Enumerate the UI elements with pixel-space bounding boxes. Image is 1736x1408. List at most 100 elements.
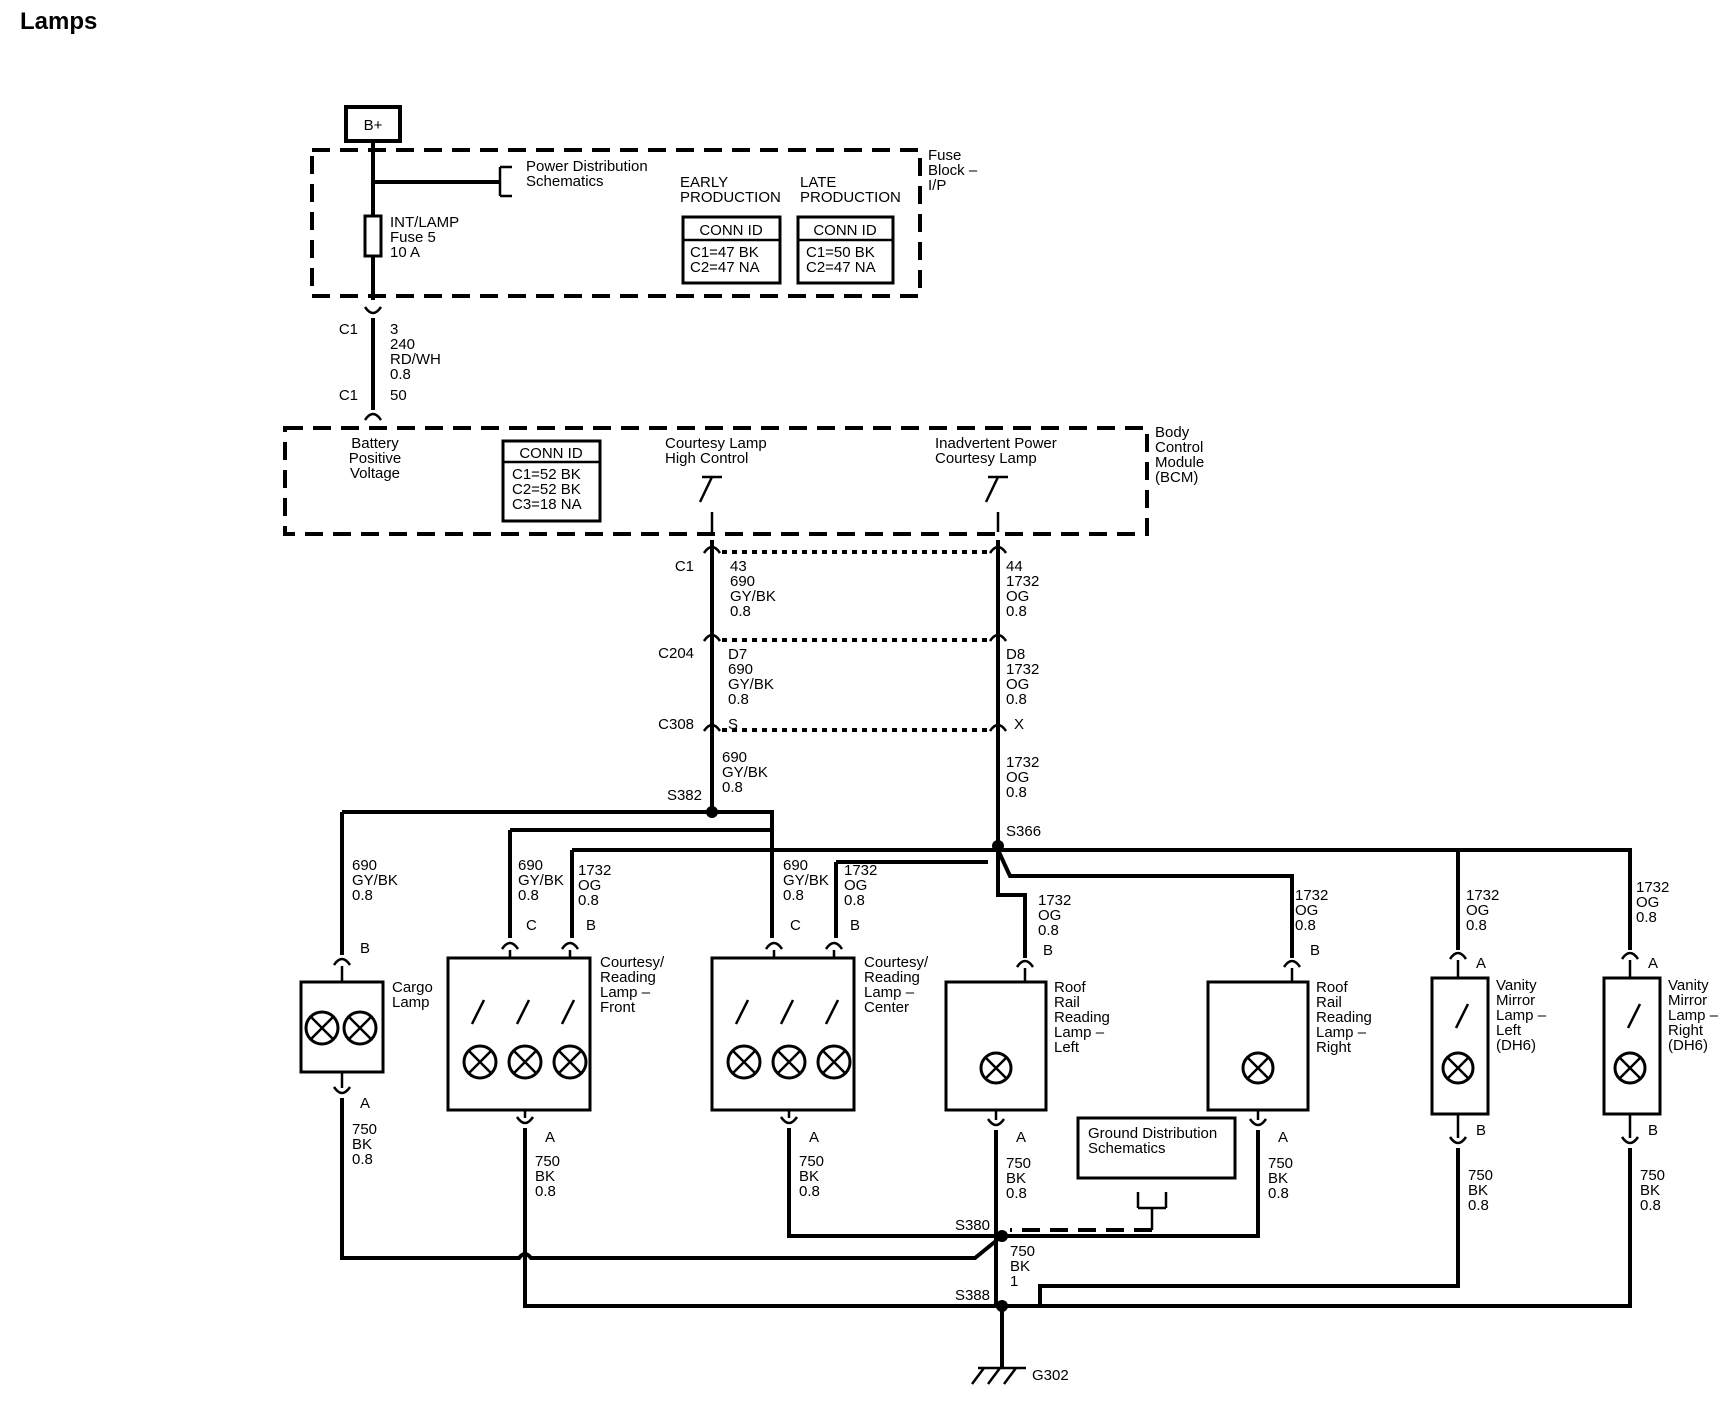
- w1732-vm-left-label-line-1: 1732: [1466, 887, 1499, 904]
- vm-right-lamp-w750-label-line-2: BK: [1640, 1182, 1660, 1199]
- gds-label-line-2: Schematics: [1088, 1140, 1166, 1157]
- early-conn-line-1: C1=47 BK: [690, 244, 759, 261]
- connector-690-1: [702, 633, 722, 642]
- w1732-rr-right-label-line-1: 1732: [1295, 887, 1328, 904]
- front-lamp-w750-label-line-3: 0.8: [535, 1183, 556, 1200]
- ground-front: [523, 1128, 1002, 1308]
- w1732-c204-label-line-1: D8: [1006, 646, 1025, 663]
- ground-rr-right: [1002, 1130, 1260, 1238]
- w1732-c1-label-line-4: 0.8: [1006, 603, 1027, 620]
- rr-right-lamp-label-line-5: Right: [1316, 1039, 1352, 1056]
- bcm-label-line-4: (BCM): [1155, 469, 1198, 486]
- w690-c308-label-line-1: 690: [722, 749, 747, 766]
- w690-c308-label-line-3: 0.8: [722, 779, 743, 796]
- vm-right-lamp-w750-label-line-3: 0.8: [1640, 1197, 1661, 1214]
- ground-vm-left: [1038, 1148, 1460, 1306]
- connector-690-0: [702, 545, 722, 554]
- w1732-front-label-line-2: OG: [578, 877, 601, 894]
- late-label-line-2: PRODUCTION: [800, 189, 901, 206]
- courtesy-output-switch: [698, 475, 722, 532]
- front-lamp-w750-label-line-1: 750: [535, 1153, 560, 1170]
- ground-center: [787, 1128, 1002, 1238]
- front-lamp-connector-b: [560, 941, 580, 950]
- w690-center-label-line-2: GY/BK: [783, 872, 829, 889]
- b-plus-box: [344, 105, 402, 143]
- w690-c308-label-line-2: GY/BK: [722, 764, 768, 781]
- vm-left-lamp-body: [1430, 976, 1490, 1116]
- vm-right-lamp-body: [1602, 976, 1662, 1116]
- c1-bcm-label: C1: [339, 387, 358, 404]
- w1732-c204-label-line-3: OG: [1006, 676, 1029, 693]
- early-conn-box: [681, 215, 782, 285]
- rr-left-lamp-connector-b: [1015, 959, 1035, 968]
- front-lamp-w750-label-line-2: BK: [535, 1168, 555, 1185]
- w690-front-label-line-1: 690: [518, 857, 543, 874]
- w690-center-label-line-3: 0.8: [783, 887, 804, 904]
- w750-main-label-line-1: 750: [1010, 1243, 1035, 1260]
- w690-cargo-label-line-3: 0.8: [352, 887, 373, 904]
- rr-right-lamp-bulb-cross: [1246, 1056, 1270, 1080]
- front-lamp-bulb-1-cross: [467, 1049, 493, 1075]
- rr-left-lamp-w750-label-line-2: BK: [1006, 1170, 1026, 1187]
- gds-box: [1076, 1116, 1237, 1180]
- w1732-c204-label-line-4: 0.8: [1006, 691, 1027, 708]
- c1-top-connector: [363, 306, 383, 315]
- front-lamp-label-line-3: Lamp –: [600, 984, 651, 1001]
- w750-main-label-line-2: BK: [1010, 1258, 1030, 1275]
- bcm-outline: [283, 426, 1149, 536]
- s380-splice: [996, 1230, 1008, 1242]
- w1732-c204-label-line-2: 1732: [1006, 661, 1039, 678]
- w1732-center-label-line-3: 0.8: [844, 892, 865, 909]
- bcm-conn-line-3: C3=18 NA: [512, 496, 582, 513]
- cargo-bulb-1-cross: [309, 1015, 335, 1041]
- c1-label: C1: [675, 558, 694, 575]
- w690-cargo-label-line-2: GY/BK: [352, 872, 398, 889]
- connector-1732-2: [988, 723, 1008, 732]
- rr-right-lamp-connector-a: [1248, 1118, 1268, 1127]
- w750-cargo-label-line-1: 750: [352, 1121, 377, 1138]
- center-lamp-w750-label-line-3: 0.8: [799, 1183, 820, 1200]
- center-lamp-bulb-2-cross: [776, 1049, 802, 1075]
- rr-left-lamp-label-line-3: Reading: [1054, 1009, 1110, 1026]
- early-label-line-1: EARLY: [680, 174, 728, 191]
- rr-left-lamp-label-line-1: Roof: [1054, 979, 1087, 996]
- late-conn-line-2: C2=47 NA: [806, 259, 876, 276]
- s388-label: S388: [955, 1287, 990, 1304]
- center-lamp-pin-a: A: [809, 1129, 819, 1146]
- center-lamp-w750-label-line-1: 750: [799, 1153, 824, 1170]
- front-lamp-body: [446, 956, 592, 1112]
- page-title: Lamps: [20, 8, 98, 35]
- center-lamp-connector-b: [824, 941, 844, 950]
- wires: [320, 141, 1632, 1385]
- front-lamp-bulb-2-cross: [512, 1049, 538, 1075]
- w1732-c308-label-line-1: 1732: [1006, 754, 1039, 771]
- cargo-label-line-1: Cargo: [392, 979, 433, 996]
- w690-c1-label-line-4: 0.8: [730, 603, 751, 620]
- battery-label-line-2: Positive: [349, 450, 402, 467]
- fuse-block-label-line-2: Block –: [928, 162, 978, 179]
- center-lamp-pin-b: B: [850, 917, 860, 934]
- rr-left-lamp-pin-a: A: [1016, 1129, 1026, 1146]
- front-lamp-connector-a: [515, 1116, 535, 1125]
- g302-symbol: [971, 1366, 1026, 1385]
- rr-left-lamp-w750-label-line-3: 0.8: [1006, 1185, 1027, 1202]
- c308-label: C308: [658, 716, 694, 733]
- w1732-c1-label-line-1: 44: [1006, 558, 1023, 575]
- vm-right-lamp-pin-a: A: [1648, 955, 1658, 972]
- rr-left-lamp-connector-a: [986, 1118, 1006, 1127]
- center-lamp-label-line-2: Reading: [864, 969, 920, 986]
- rr-left-lamp-label-line-5: Left: [1054, 1039, 1080, 1056]
- w1732-front-label-line-3: 0.8: [578, 892, 599, 909]
- cargo-connector-b: [332, 957, 352, 966]
- w690-front-label-line-2: GY/BK: [518, 872, 564, 889]
- vm-left-lamp-connector-a: [1448, 951, 1468, 960]
- front-lamp-label-line-1: Courtesy/: [600, 954, 665, 971]
- b-plus-label: B+: [364, 117, 383, 134]
- rr-right-lamp-label-line-4: Lamp –: [1316, 1024, 1367, 1041]
- cargo-label-line-2: Lamp: [392, 994, 430, 1011]
- w1732-front-label-line-1: 1732: [578, 862, 611, 879]
- rr-right-lamp-w750-label-line-1: 750: [1268, 1155, 1293, 1172]
- front-lamp-switch-3: [560, 999, 576, 1025]
- inadvertent-label-line-1: Inadvertent Power: [935, 435, 1057, 452]
